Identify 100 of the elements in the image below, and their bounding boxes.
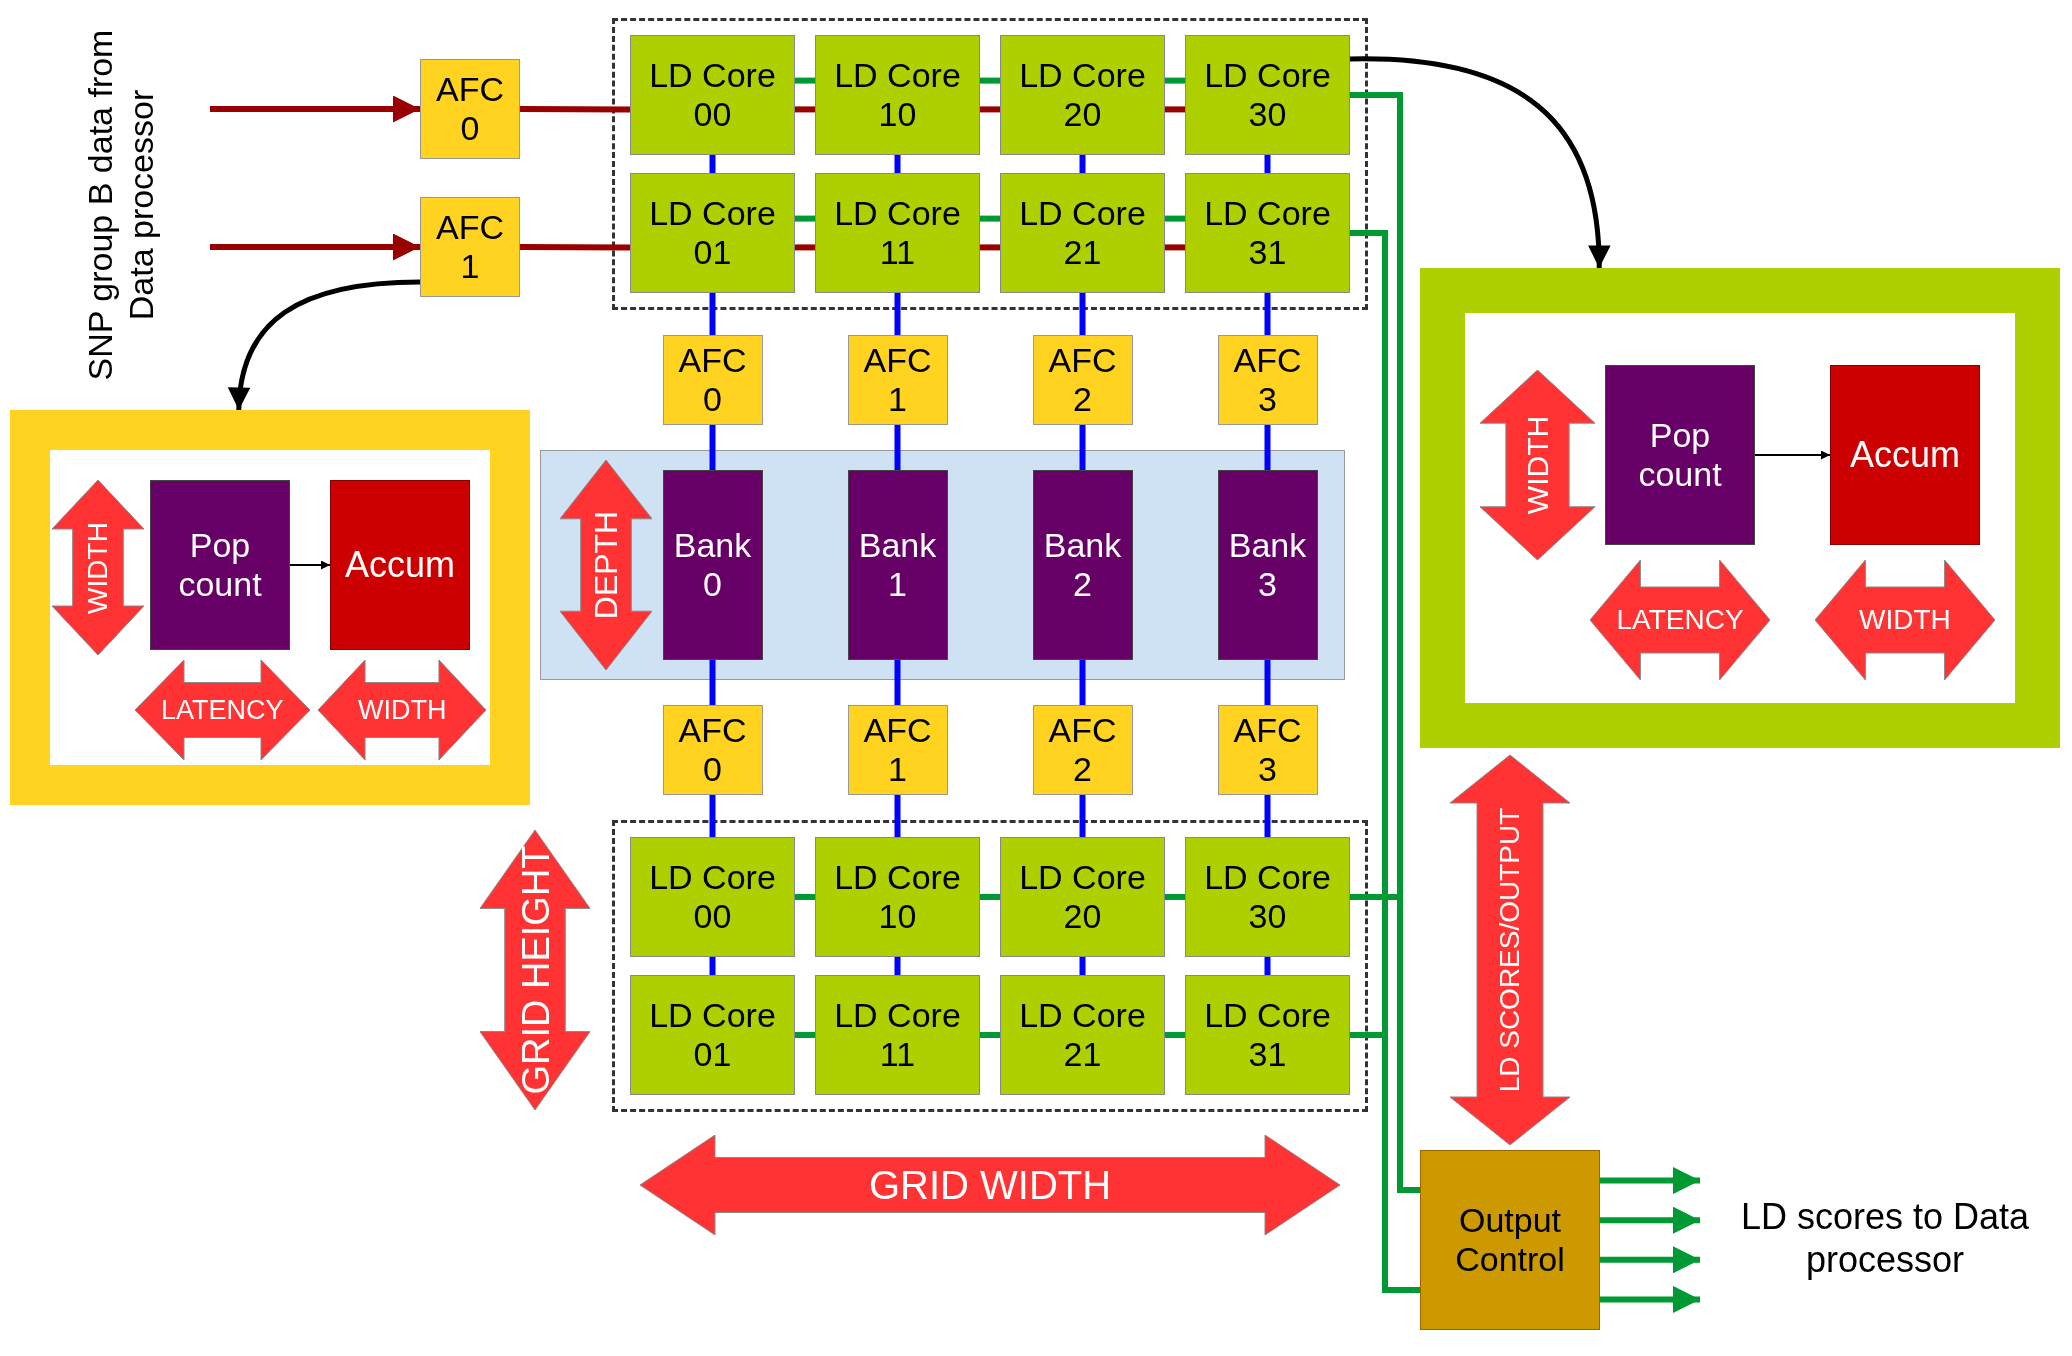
connector-line	[1165, 1032, 1185, 1038]
connector-line	[1264, 425, 1271, 470]
accumulator-block: Accum	[1830, 365, 1980, 545]
connector-line	[980, 77, 1000, 84]
core-block: LD Core 11	[815, 173, 980, 293]
connector-line	[1165, 894, 1185, 900]
core-block: LD Core 01	[630, 975, 795, 1095]
connector-line	[709, 795, 716, 837]
core-block: LD Core 00	[630, 837, 795, 957]
core-block: LD Core 10	[815, 837, 980, 957]
connector-line	[795, 1032, 815, 1038]
connector-line	[1079, 795, 1086, 837]
arrow	[289, 560, 331, 570]
core-block: LD Core 21	[1000, 173, 1165, 293]
dimension-label: GRID WIDTH	[869, 1165, 1112, 1205]
connector-line	[1350, 894, 1420, 1193]
dimension-label: LD SCORES/OUTPUT	[1495, 807, 1524, 1093]
afc-block: AFC 0	[662, 335, 763, 425]
connector-line	[894, 957, 901, 975]
dimension-label: LATENCY	[1616, 606, 1744, 634]
core-block: LD Core 11	[815, 975, 980, 1095]
dimension-label: DEPTH	[590, 510, 623, 620]
memory-bank-block: Bank 0	[662, 470, 763, 660]
connector-line	[980, 215, 1000, 222]
dimension-label: WIDTH	[1522, 415, 1553, 515]
connector-line	[709, 957, 716, 975]
dimension-label: GRID HEIGHT	[516, 845, 555, 1095]
core-block: LD Core 20	[1000, 837, 1165, 957]
connector-line	[1264, 795, 1271, 837]
connector-line	[894, 660, 901, 705]
connector-line	[709, 155, 716, 173]
afc-block: AFC 3	[1217, 705, 1318, 795]
arrow	[1600, 1167, 1700, 1195]
connector-line	[894, 795, 901, 837]
memory-band	[540, 450, 1345, 680]
afc-block: AFC 1	[420, 197, 520, 297]
afc-block: AFC 2	[1032, 335, 1133, 425]
afc-block: AFC 2	[1032, 705, 1133, 795]
dimension-label: WIDTH	[358, 696, 447, 724]
connector-line	[980, 894, 1000, 900]
connector-line	[1079, 293, 1086, 335]
arrow	[1600, 1285, 1700, 1313]
connector-line	[795, 77, 815, 84]
connector-line	[1264, 957, 1271, 975]
connector-line	[1165, 106, 1185, 113]
arrow	[1600, 1246, 1700, 1274]
afc-block: AFC 0	[662, 705, 763, 795]
connector-line	[520, 106, 630, 113]
connector-line	[980, 1032, 1000, 1038]
core-block: LD Core 31	[1185, 975, 1350, 1095]
connector-line	[1264, 293, 1271, 335]
connector-line	[1079, 155, 1086, 173]
core-block: LD Core 21	[1000, 975, 1165, 1095]
arrow	[1349, 56, 1610, 269]
core-block: LD Core 00	[630, 35, 795, 155]
pop-count-block: Pop count	[1605, 365, 1755, 545]
pop-count-block: Pop count	[150, 480, 290, 650]
memory-bank-block: Bank 3	[1217, 470, 1318, 660]
accumulator-block: Accum	[330, 480, 470, 650]
connector-line	[894, 155, 901, 173]
connector-line	[1079, 425, 1086, 470]
connector-line	[520, 244, 630, 251]
connector-line	[894, 425, 901, 470]
core-block: LD Core 30	[1185, 837, 1350, 957]
connector-line	[1264, 155, 1271, 173]
connector-line	[1079, 660, 1086, 705]
note-text: SNP group B data from Data processor	[80, 28, 161, 383]
afc-block: AFC 1	[847, 705, 948, 795]
connector-line	[980, 244, 1000, 251]
core-block: LD Core 31	[1185, 173, 1350, 293]
connector-line	[709, 660, 716, 705]
connector-line	[1165, 244, 1185, 251]
connector-line	[709, 425, 716, 470]
core-block: LD Core 01	[630, 173, 795, 293]
connector-line	[1079, 957, 1086, 975]
core-block: LD Core 10	[815, 35, 980, 155]
afc-block: AFC 0	[420, 59, 520, 159]
grid-frame	[612, 820, 1368, 1112]
output-control-block: Output Control	[1420, 1150, 1600, 1330]
arrow	[229, 279, 421, 411]
arrow	[210, 95, 420, 123]
connector-line	[795, 106, 815, 113]
arrow	[1600, 1206, 1700, 1234]
connector-line	[980, 106, 1000, 113]
connector-line	[709, 293, 716, 335]
core-block: LD Core 30	[1185, 35, 1350, 155]
core-block: LD Core 20	[1000, 35, 1165, 155]
memory-bank-block: Bank 2	[1032, 470, 1133, 660]
arrow	[210, 233, 420, 261]
memory-bank-block: Bank 1	[847, 470, 948, 660]
dimension-label: LATENCY	[161, 696, 284, 724]
afc-block: AFC 1	[847, 335, 948, 425]
connector-line	[894, 293, 901, 335]
note-text: LD scores to Data processor	[1739, 1195, 2031, 1282]
connector-line	[795, 894, 815, 900]
dimension-label: WIDTH	[1859, 606, 1951, 634]
connector-line	[795, 244, 815, 251]
afc-block: AFC 3	[1217, 335, 1318, 425]
connector-line	[1165, 215, 1185, 222]
arrow	[1754, 450, 1831, 460]
